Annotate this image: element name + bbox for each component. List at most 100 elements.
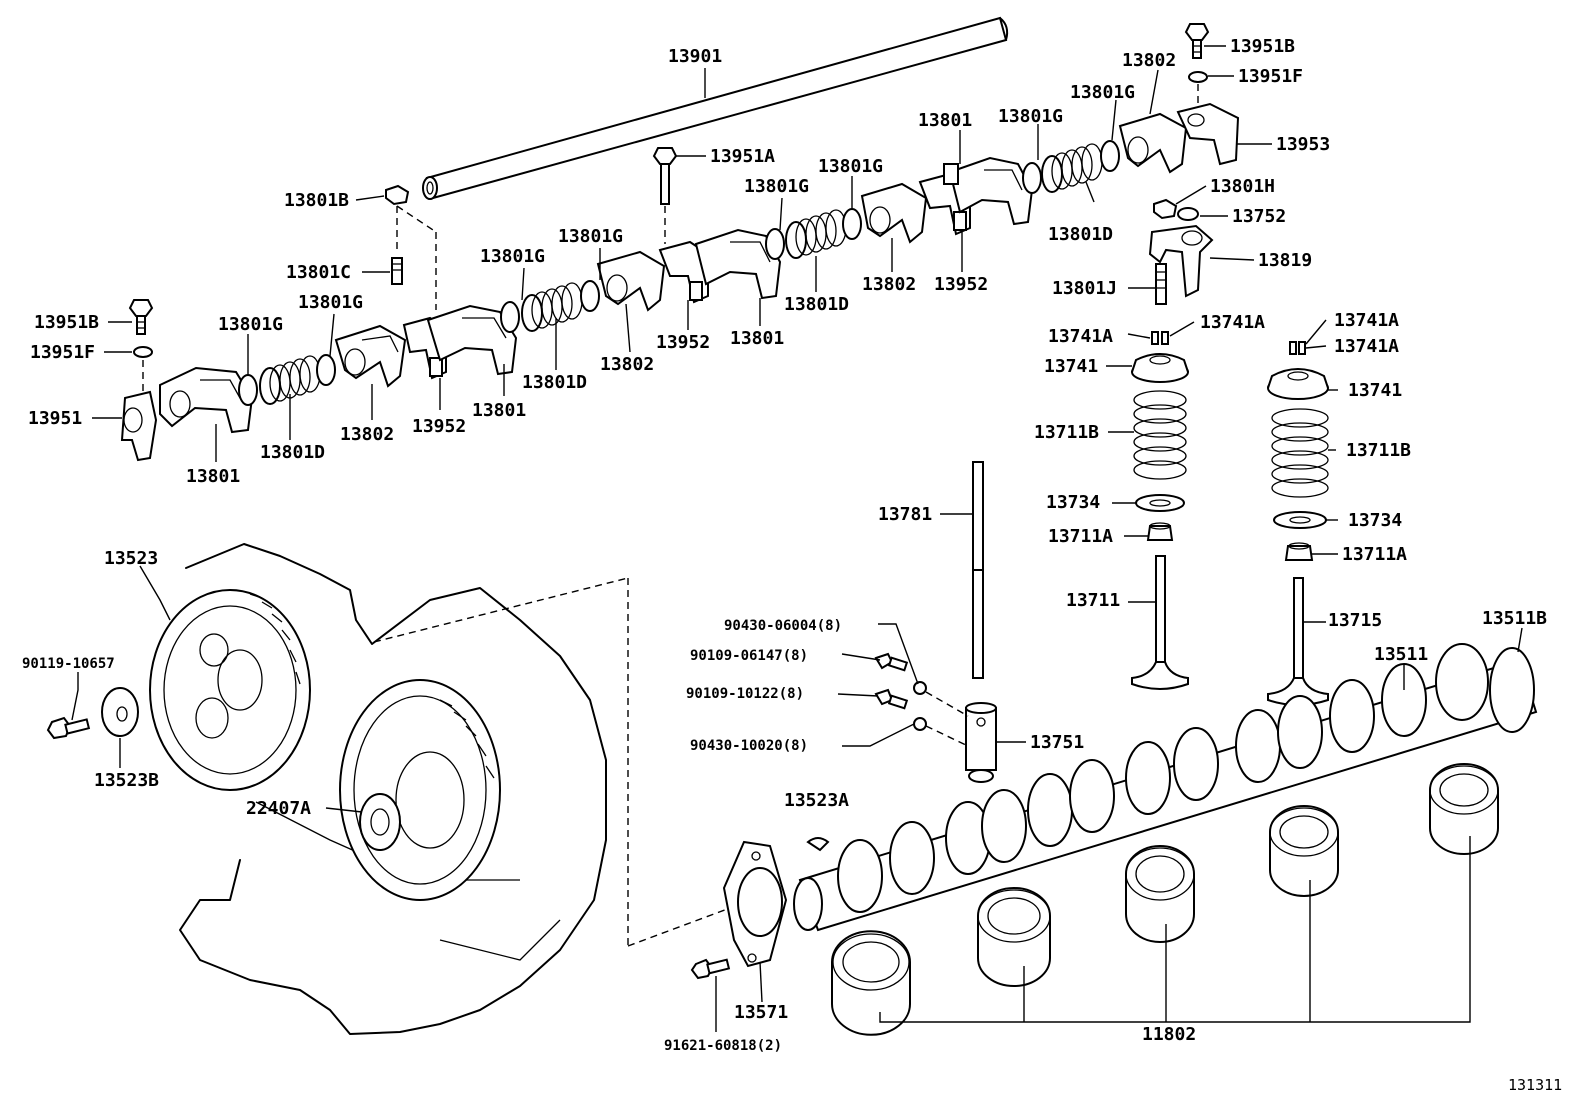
spring-13711B-right — [1271, 408, 1329, 498]
washer-13801G-c — [842, 208, 862, 240]
label-13801G-b: 13801G — [998, 106, 1063, 127]
label-13801D-top: 13801D — [1048, 224, 1113, 245]
timing-gear-13523 — [149, 589, 311, 791]
label-90430-06004: 90430-06004(8) — [724, 618, 842, 634]
label-13901: 13901 — [668, 46, 722, 67]
keepers-13741A-right — [1289, 341, 1306, 355]
push-rod-13781 — [972, 461, 984, 679]
label-13741A-c: 13741A — [1334, 310, 1399, 331]
label-13801J: 13801J — [1052, 278, 1117, 299]
bolt-13951A — [652, 147, 678, 244]
label-13711A-l: 13711A — [1048, 526, 1113, 547]
washer-13801G-d — [1100, 140, 1120, 172]
label-13801-top: 13801 — [918, 110, 972, 131]
label-13951A: 13951A — [710, 146, 775, 167]
label-13734-l: 13734 — [1046, 492, 1100, 513]
label-90119-10657: 90119-10657 — [22, 656, 115, 672]
lifter-bolts — [874, 652, 927, 731]
spring-13801D-a — [238, 355, 321, 406]
pad-13752 — [1177, 207, 1199, 221]
seat-13734-right — [1273, 511, 1327, 529]
label-13801B: 13801B — [284, 190, 349, 211]
label-13781: 13781 — [878, 504, 932, 525]
washer-13951F-left — [133, 346, 153, 358]
screw-13801C — [391, 257, 403, 285]
nut-13801H — [1153, 198, 1178, 220]
nut-13801B — [385, 184, 410, 206]
camshaft-13511 — [793, 643, 1538, 932]
label-13711A-r: 13711A — [1342, 544, 1407, 565]
rocker-arm-13801-a — [159, 366, 254, 434]
rocker-arm-13802-c — [860, 182, 928, 244]
rocker-arm-13802-b — [596, 250, 666, 312]
keepers-13741A-left — [1151, 331, 1169, 345]
label-13741A-d: 13741A — [1334, 336, 1399, 357]
bolt-90119-10657 — [46, 716, 91, 740]
label-13802-mid: 13802 — [862, 274, 916, 295]
label-13802-b: 13802 — [340, 424, 394, 445]
label-13711: 13711 — [1066, 590, 1120, 611]
label-13802-top: 13802 — [1122, 50, 1176, 71]
label-13953: 13953 — [1276, 134, 1330, 155]
label-13951F-left: 13951F — [30, 342, 95, 363]
label-13511: 13511 — [1374, 644, 1428, 665]
label-13951B-left: 13951B — [34, 312, 99, 333]
diagram-id: 131311 — [1508, 1076, 1562, 1094]
rocker-arm-13801-d — [943, 156, 1034, 226]
rocker-support-13951 — [120, 390, 158, 462]
label-13801-a: 13801 — [186, 466, 240, 487]
label-13734-r: 13734 — [1348, 510, 1402, 531]
washer-13951F-top — [1188, 71, 1208, 83]
washer-13523B — [101, 687, 139, 737]
spring-13711B-left — [1133, 390, 1187, 480]
label-13801G-h: 13801G — [218, 314, 283, 335]
label-13801G-e: 13801G — [558, 226, 623, 247]
label-13819: 13819 — [1258, 250, 1312, 271]
label-13801D-b: 13801D — [260, 442, 325, 463]
label-13801G-a: 13801G — [1070, 82, 1135, 103]
plate-13571 — [722, 840, 788, 968]
label-22407A: 22407A — [246, 798, 311, 819]
label-13741A-a: 13741A — [1048, 326, 1113, 347]
rocker-support-13953 — [1176, 102, 1240, 166]
label-13511B: 13511B — [1482, 608, 1547, 629]
label-13952-c: 13952 — [656, 332, 710, 353]
retainer-13741-left — [1131, 353, 1189, 383]
label-13741-r: 13741 — [1348, 380, 1402, 401]
bearings-11802 — [831, 763, 1499, 1036]
label-13801-b: 13801 — [472, 400, 526, 421]
label-13523A: 13523A — [784, 790, 849, 811]
label-13751: 13751 — [1030, 732, 1084, 753]
label-13752: 13752 — [1232, 206, 1286, 227]
spring-13801D-b — [500, 282, 583, 333]
label-13801G-f: 13801G — [480, 246, 545, 267]
label-13801H: 13801H — [1210, 176, 1275, 197]
label-13801G-c: 13801G — [818, 156, 883, 177]
label-13801D-mid: 13801D — [784, 294, 849, 315]
spring-13801D-d — [1022, 143, 1103, 194]
rocker-arm-13801-b — [426, 304, 518, 376]
label-13711B-r: 13711B — [1346, 440, 1411, 461]
label-13801G-g: 13801G — [298, 292, 363, 313]
label-13741-l: 13741 — [1044, 356, 1098, 377]
label-11802: 11802 — [1142, 1024, 1196, 1045]
screw-13801J — [1155, 263, 1167, 305]
bolt-13951B-left — [128, 299, 154, 335]
washer-13801G-b — [580, 280, 600, 312]
label-13715: 13715 — [1328, 610, 1382, 631]
label-90109-10122: 90109-10122(8) — [686, 686, 804, 702]
bolt-13951B-top — [1184, 23, 1210, 59]
key-13523A — [806, 837, 830, 852]
bolt-91621-60818 — [690, 958, 731, 980]
label-13951B-top: 13951B — [1230, 36, 1295, 57]
rocker-support-13952-b — [658, 240, 709, 304]
label-13801-c: 13801 — [730, 328, 784, 349]
label-90109-06147: 90109-06147(8) — [690, 648, 808, 664]
washer-13801G-a — [316, 354, 336, 386]
label-90430-10020: 90430-10020(8) — [690, 738, 808, 754]
spring-13801D-c — [765, 209, 847, 260]
valve-13715 — [1267, 577, 1329, 706]
engine-block-outline — [179, 543, 607, 1035]
label-13571: 13571 — [734, 1002, 788, 1023]
seat-13734-left — [1135, 494, 1185, 512]
